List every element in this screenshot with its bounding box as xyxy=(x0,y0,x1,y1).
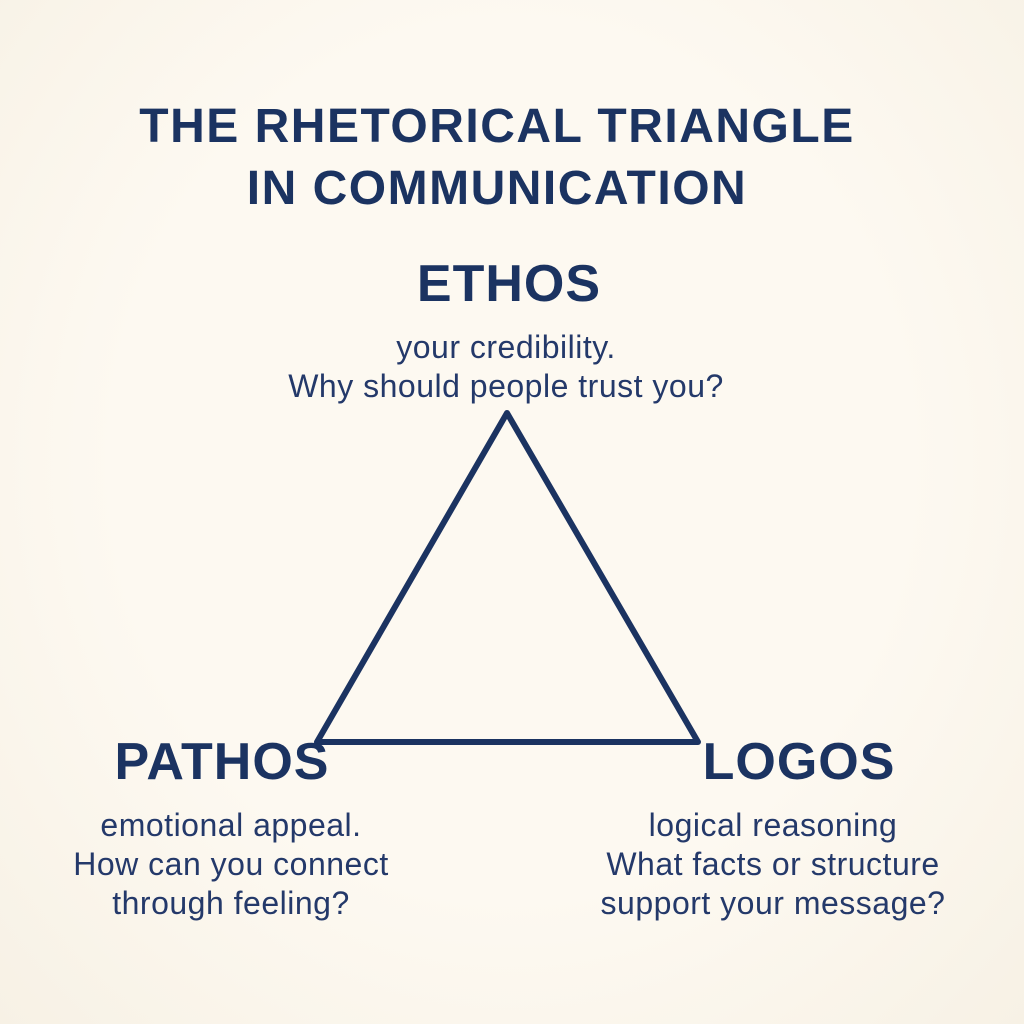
pathos-description-line-1: emotional appeal. xyxy=(100,807,362,843)
page-title-line-1: THE RHETORICAL TRIANGLE xyxy=(139,100,855,153)
ethos-label: ETHOS xyxy=(416,255,602,313)
ethos-description-line-2: Why should people trust you? xyxy=(288,368,724,404)
logos-description-line-3: support your message? xyxy=(600,885,946,921)
page-title: THE RHETORICAL TRIANGLE IN COMMUNICATION xyxy=(139,96,854,220)
logos-description: logical reasoning What facts or structur… xyxy=(601,806,946,923)
page-title-line-2: IN COMMUNICATION xyxy=(246,162,748,215)
triangle-outline xyxy=(314,410,701,745)
pathos-description-line-2: How can you connect xyxy=(73,846,389,882)
ethos-description-line-1: your credibility. xyxy=(396,329,616,365)
logos-label: LOGOS xyxy=(702,733,896,791)
pathos-description-line-3: through feeling? xyxy=(112,885,350,921)
logos-description-line-1: logical reasoning xyxy=(648,807,898,843)
pathos-label: PATHOS xyxy=(114,733,330,791)
logos-description-line-2: What facts or structure xyxy=(606,846,940,882)
pathos-description: emotional appeal. How can you connect th… xyxy=(73,806,388,923)
ethos-description: your credibility. Why should people trus… xyxy=(288,328,724,406)
